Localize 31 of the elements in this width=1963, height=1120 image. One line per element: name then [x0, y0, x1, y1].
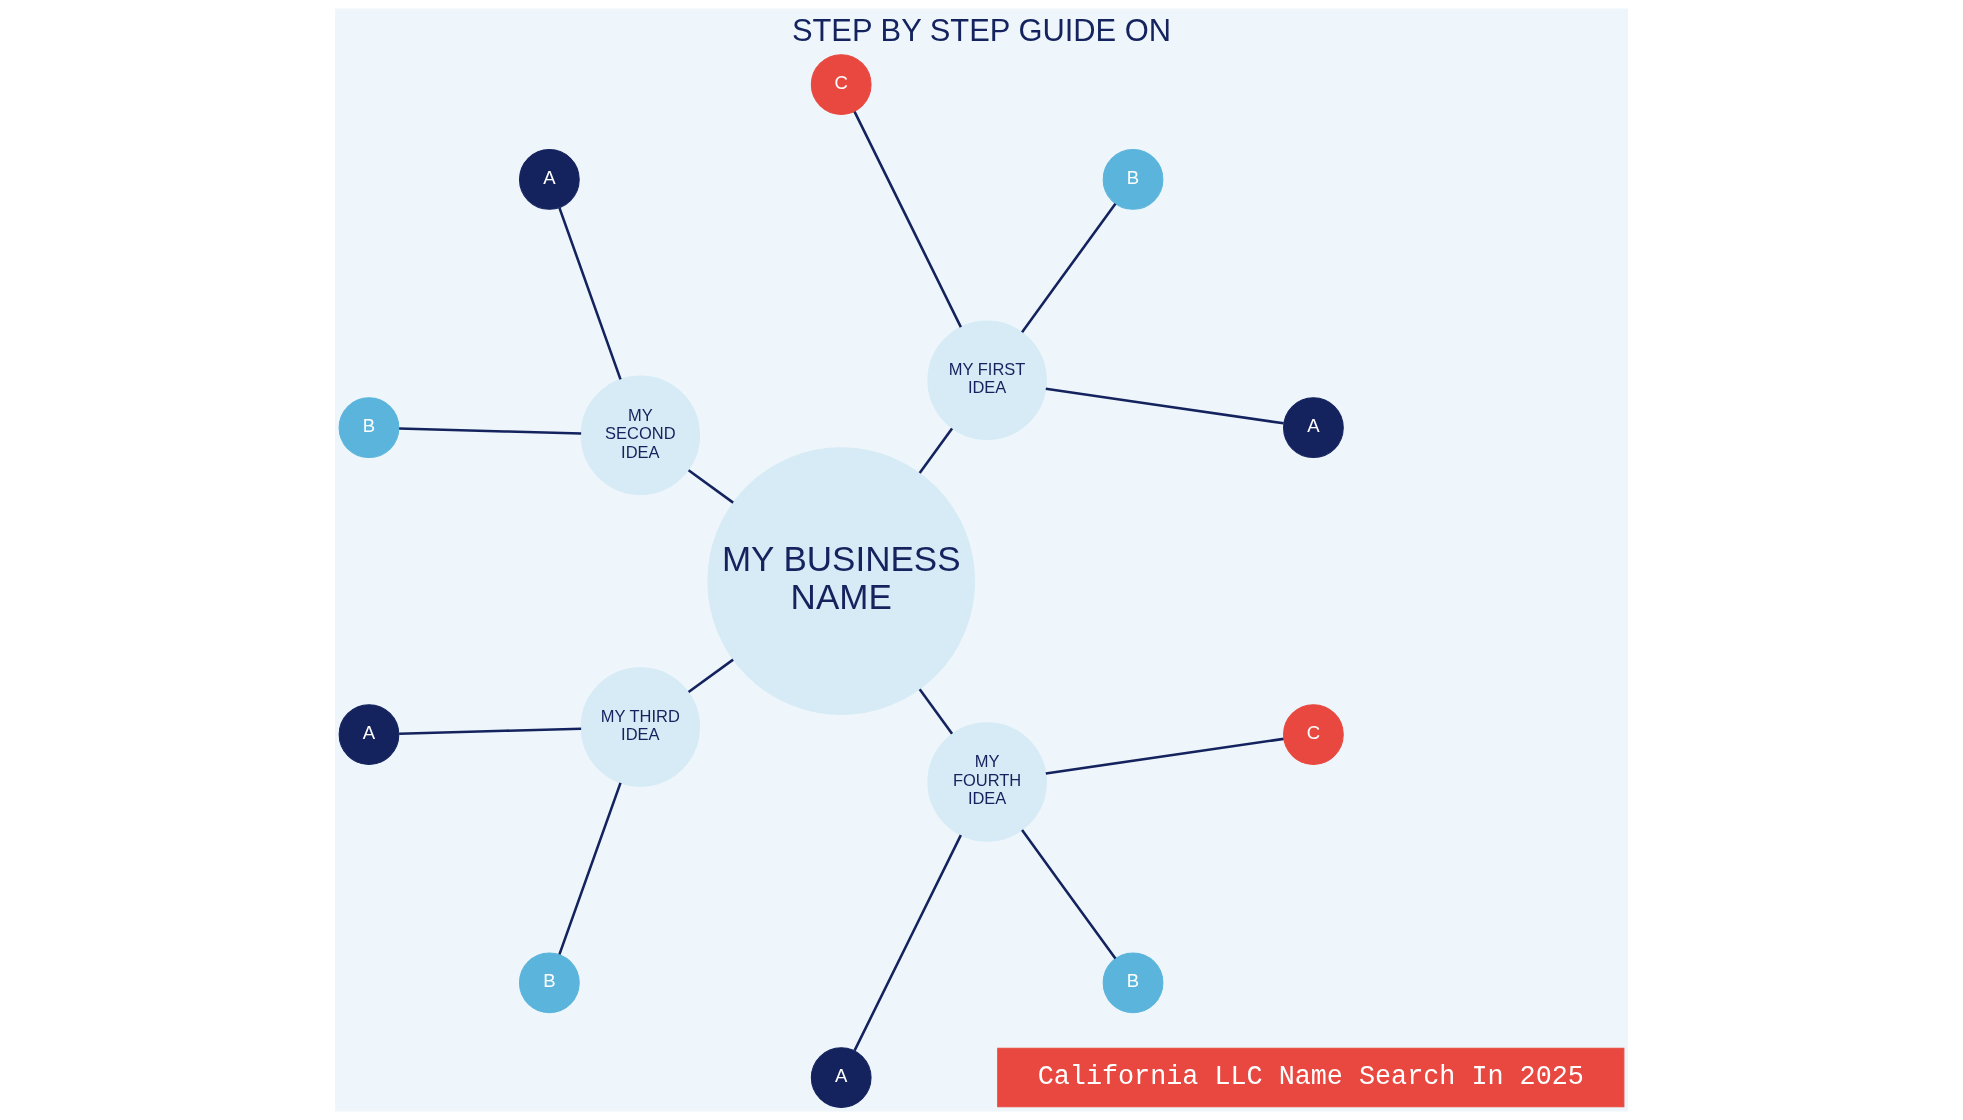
connector — [558, 782, 622, 955]
node-circle: MY SECOND IDEA — [580, 375, 701, 495]
node-circle: C — [810, 54, 872, 115]
connector — [687, 469, 734, 504]
node-circle: B — [518, 952, 580, 1014]
node-circle: A — [338, 704, 400, 765]
node-circle: A — [518, 149, 580, 210]
connector — [918, 688, 954, 735]
connector — [399, 727, 582, 735]
node-box: California LLC Name Search In 2025 — [997, 1047, 1625, 1108]
connector — [853, 834, 962, 1052]
connector — [687, 658, 734, 693]
node-circle: A — [1283, 397, 1344, 459]
node-circle: A — [810, 1047, 872, 1108]
connector — [399, 427, 582, 435]
node-circle: C — [1283, 704, 1344, 765]
node-circle: MY THIRD IDEA — [580, 667, 701, 787]
node-circle: B — [1102, 952, 1164, 1014]
node-circle: B — [1102, 149, 1164, 210]
node-circle: B — [338, 397, 400, 459]
connector — [1021, 829, 1117, 960]
connector — [1021, 202, 1117, 333]
connector — [918, 427, 954, 474]
connector — [1045, 387, 1284, 425]
connector — [1045, 737, 1284, 775]
node-circle: MY FIRST IDEA — [927, 320, 1047, 440]
connector — [558, 207, 622, 380]
node-circle: MY FOURTH IDEA — [927, 722, 1047, 842]
connector — [853, 111, 962, 328]
node-circle: MY BUSINESS NAME — [707, 447, 976, 715]
diagram-title: STEP BY STEP GUIDE ON — [791, 13, 1172, 49]
